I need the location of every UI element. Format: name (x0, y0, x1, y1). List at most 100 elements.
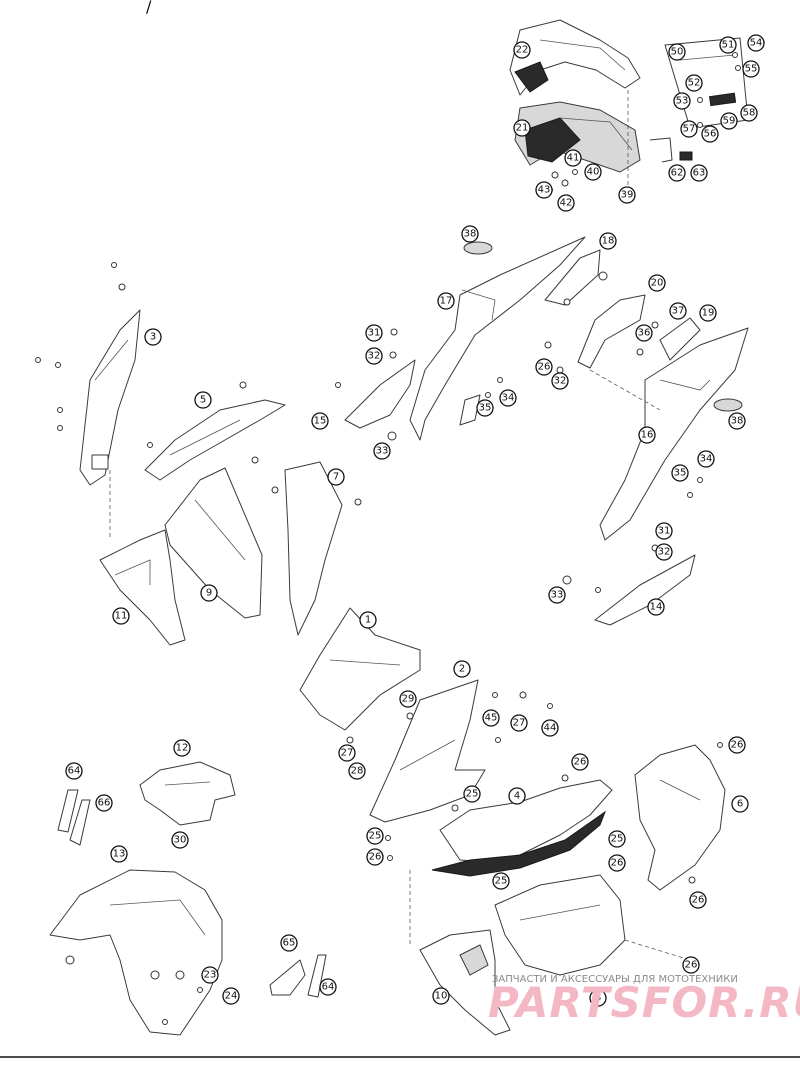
lower-panel-4 (385, 774, 613, 877)
svg-text:12: 12 (176, 743, 189, 754)
callout-7: 7 (327, 468, 345, 486)
svg-text:22: 22 (516, 45, 529, 56)
callout-35a: 35 (476, 399, 494, 417)
inner-panel-11 (99, 529, 186, 646)
callout-31b: 31 (655, 522, 673, 540)
svg-text:56: 56 (704, 129, 717, 140)
inner-panel-9 (164, 467, 263, 619)
callout-16: 16 (638, 426, 656, 444)
callout-13: 13 (110, 845, 128, 863)
callout-19: 19 (699, 304, 717, 322)
callout-50: 50 (668, 43, 686, 61)
belly-pan-8-10 (409, 870, 691, 1036)
callout-44: 44 (541, 719, 559, 737)
callout-65: 65 (280, 934, 298, 952)
seat-cowl-left-17 (409, 236, 586, 441)
svg-text:26: 26 (692, 895, 705, 906)
callout-64b: 64 (319, 978, 337, 996)
callout-34a: 34 (499, 389, 517, 407)
callout-25b: 25 (608, 830, 626, 848)
callout-51: 51 (719, 36, 737, 54)
svg-text:23: 23 (204, 970, 217, 981)
callout-8: 8 (589, 989, 607, 1007)
svg-text:66: 66 (98, 798, 111, 809)
svg-text:42: 42 (560, 198, 573, 209)
svg-text:3: 3 (150, 332, 156, 343)
callout-3: 3 (144, 328, 162, 346)
callout-25a: 25 (366, 827, 384, 845)
callout-26a: 26 (571, 753, 589, 771)
tail-cowl-group (509, 19, 641, 193)
callout-37: 37 (669, 302, 687, 320)
callout-43: 43 (535, 181, 553, 199)
svg-text:32: 32 (554, 376, 567, 387)
svg-text:32: 32 (658, 547, 671, 558)
upper-fairing-1 (299, 607, 421, 744)
callout-25c: 25 (492, 872, 510, 890)
svg-text:58: 58 (743, 108, 756, 119)
callout-45: 45 (482, 709, 500, 727)
callout-6: 6 (731, 795, 749, 813)
svg-text:57: 57 (683, 124, 696, 135)
svg-text:43: 43 (538, 185, 551, 196)
callout-21: 21 (513, 119, 531, 137)
callout-10: 10 (432, 987, 450, 1005)
svg-text:63: 63 (693, 168, 706, 179)
callout-33b: 33 (548, 586, 566, 604)
callout-66: 66 (95, 794, 113, 812)
svg-text:10: 10 (435, 991, 448, 1002)
callout-2: 2 (453, 660, 471, 678)
svg-text:54: 54 (750, 38, 763, 49)
svg-text:26: 26 (574, 757, 587, 768)
callout-26e: 26 (689, 891, 707, 909)
svg-text:31: 31 (368, 328, 381, 339)
strips-64-66-65 (57, 789, 327, 998)
svg-text:40: 40 (587, 167, 600, 178)
callout-42: 42 (557, 194, 575, 212)
svg-text:41: 41 (567, 153, 580, 164)
svg-text:21: 21 (516, 123, 529, 134)
callout-18: 18 (599, 232, 617, 250)
callout-22: 22 (513, 41, 531, 59)
callout-20: 20 (648, 274, 666, 292)
callout-24: 24 (222, 987, 240, 1005)
svg-text:38: 38 (464, 229, 477, 240)
callout-4: 4 (508, 787, 526, 805)
svg-text:8: 8 (595, 993, 601, 1004)
svg-text:52: 52 (688, 78, 701, 89)
svg-text:24: 24 (225, 991, 238, 1002)
callout-62: 62 (668, 164, 686, 182)
callout-28: 28 (348, 762, 366, 780)
svg-text:19: 19 (702, 308, 715, 319)
callout-26d: 26 (728, 736, 746, 754)
side-cover-15 (335, 328, 416, 441)
side-fairing-2 (369, 679, 553, 823)
callout-11: 11 (112, 607, 130, 625)
callout-29: 29 (399, 690, 417, 708)
svg-text:64: 64 (68, 766, 81, 777)
callout-23: 23 (201, 966, 219, 984)
callout-32b: 32 (655, 543, 673, 561)
watermark-brand: PARTSFOR.RU (488, 978, 800, 1027)
seat-cowl-right-16 (599, 327, 749, 541)
side-panel-6 (634, 742, 726, 891)
svg-text:28: 28 (351, 766, 364, 777)
svg-text:30: 30 (174, 835, 187, 846)
svg-text:44: 44 (544, 723, 557, 734)
callout-56: 56 (701, 125, 719, 143)
callout-41: 41 (564, 149, 582, 167)
callout-32c: 32 (551, 372, 569, 390)
callout-1: 1 (359, 611, 377, 629)
svg-text:55: 55 (745, 64, 758, 75)
svg-text:65: 65 (283, 938, 296, 949)
inner-panel-7 (271, 461, 362, 636)
callout-36: 36 (635, 324, 653, 342)
svg-text:27: 27 (341, 748, 354, 759)
svg-text:1: 1 (365, 615, 371, 626)
callout-17: 17 (437, 292, 455, 310)
svg-text:64: 64 (322, 982, 335, 993)
callout-63: 63 (690, 164, 708, 182)
svg-text:5: 5 (200, 395, 206, 406)
number-plate-group (649, 37, 749, 163)
